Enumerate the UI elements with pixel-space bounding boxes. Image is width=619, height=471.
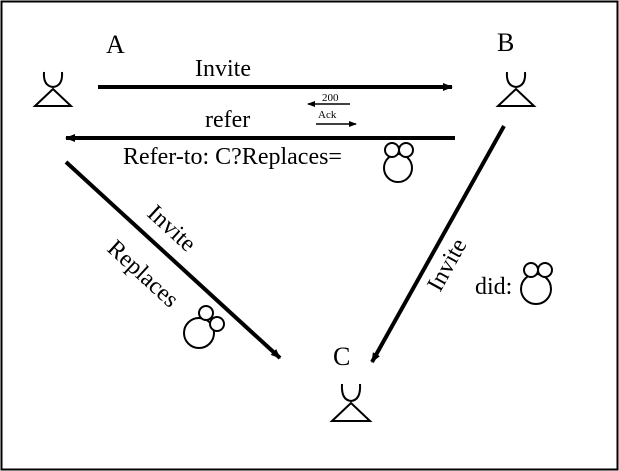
node-c-label: C <box>333 342 350 371</box>
reply-200-label: 200 <box>322 92 339 104</box>
phone-user-icon <box>495 71 537 107</box>
message-refer-b-to-a: refer Refer-to: C?Replaces= <box>65 107 455 183</box>
node-b: B <box>495 28 537 107</box>
invite-bc-label: Invite <box>423 234 473 296</box>
dialog-bubbles-icon <box>183 305 225 349</box>
phone-user-icon <box>32 71 74 107</box>
ack-label: Ack <box>318 109 337 121</box>
message-ack: Ack <box>316 109 357 127</box>
message-invite-a-to-b: Invite <box>98 56 453 91</box>
message-200-ok: 200 <box>307 92 350 107</box>
message-invite-replaces-a-to-c: Invite Replaces <box>64 160 282 360</box>
refer-label: refer <box>205 107 250 133</box>
phone-user-icon <box>329 383 373 422</box>
dialog-bubbles-icon <box>383 142 414 183</box>
invite-ac-label: Invite <box>142 200 201 257</box>
node-a-label: A <box>106 30 125 59</box>
refer-to-label: Refer-to: C?Replaces= <box>123 144 342 170</box>
dialog-bubbles-icon <box>520 262 553 305</box>
node-a: A <box>32 30 125 107</box>
replaces-label: Replaces <box>102 235 183 313</box>
did-label: did: <box>475 274 512 300</box>
dialog-id-annotation: did: <box>475 262 553 305</box>
node-b-label: B <box>497 28 514 57</box>
node-c: C <box>329 342 373 422</box>
invite-ab-label: Invite <box>195 56 251 82</box>
